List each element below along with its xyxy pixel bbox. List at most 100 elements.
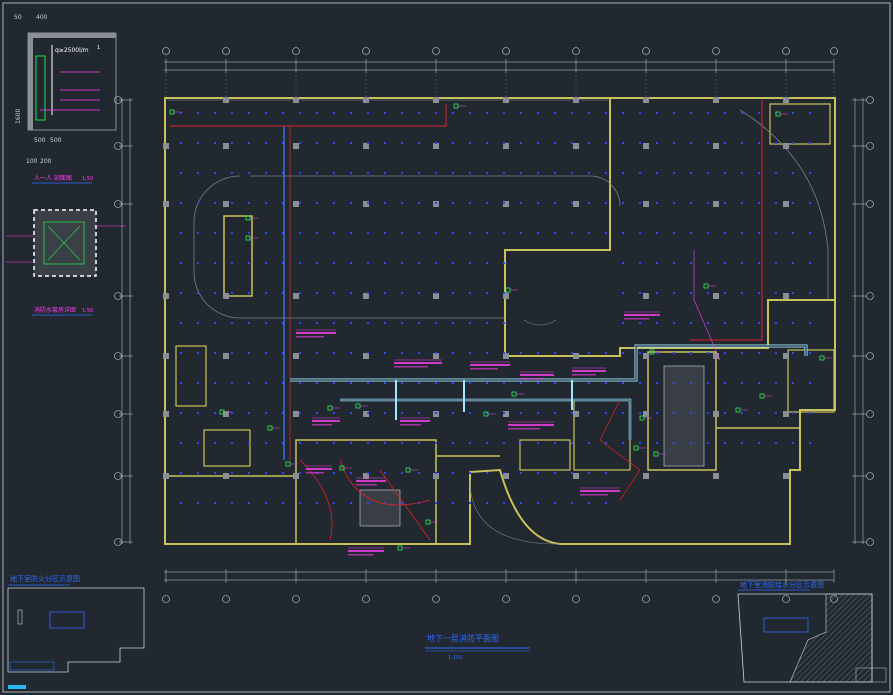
sprinkler-head: [588, 382, 590, 384]
sprinkler-head: [299, 202, 301, 204]
sprinkler-head: [707, 262, 709, 264]
sprinkler-head: [571, 112, 573, 114]
sprinkler-head: [690, 412, 692, 414]
sprinkler-head: [350, 472, 352, 474]
sprinkler-head: [452, 202, 454, 204]
sprinkler-head: [673, 322, 675, 324]
column: [293, 353, 299, 359]
sprinkler-head: [486, 382, 488, 384]
sprinkler-head: [350, 442, 352, 444]
sprinkler-head: [741, 112, 743, 114]
sprinkler-head: [775, 292, 777, 294]
grid-bubble: [830, 595, 838, 603]
annotation-text-mark: [348, 550, 384, 552]
sprinkler-head: [180, 412, 182, 414]
sprinkler-head: [418, 442, 420, 444]
sprinkler-head: [656, 172, 658, 174]
sprinkler-head: [554, 382, 556, 384]
sprinkler-head: [452, 292, 454, 294]
sprinkler-head: [673, 382, 675, 384]
sprinkler-head: [469, 472, 471, 474]
sprinkler-head: [690, 142, 692, 144]
sprinkler-head: [316, 142, 318, 144]
sprinkler-head: [452, 142, 454, 144]
grid-bubble: [114, 410, 122, 418]
sprinkler-head: [605, 202, 607, 204]
sprinkler-head: [333, 352, 335, 354]
sprinkler-head: [486, 502, 488, 504]
sprinkler-head: [333, 442, 335, 444]
column: [503, 293, 509, 299]
sprinkler-head: [605, 172, 607, 174]
sprinkler-head: [231, 382, 233, 384]
sprinkler-head: [605, 382, 607, 384]
sprinkler-head: [724, 202, 726, 204]
sprinkler-head: [350, 172, 352, 174]
sprinkler-head: [333, 172, 335, 174]
detail-top-flow-note: q≥2500l/m: [55, 47, 89, 54]
sprinkler-head: [350, 292, 352, 294]
sprinkler-head: [622, 352, 624, 354]
sprinkler-head: [350, 142, 352, 144]
sprinkler-head: [418, 142, 420, 144]
detail-top-slab: [28, 33, 116, 38]
column: [363, 97, 369, 103]
sprinkler-head: [214, 352, 216, 354]
sprinkler-head: [418, 232, 420, 234]
sprinkler-head: [656, 292, 658, 294]
annotation-text-mark: [470, 368, 498, 370]
sprinkler-head: [520, 442, 522, 444]
sprinkler-head: [333, 142, 335, 144]
grid-bubble: [162, 595, 170, 603]
sprinkler-head: [350, 112, 352, 114]
grid-bubble: [362, 595, 370, 603]
sprinkler-head: [350, 262, 352, 264]
sprinkler-head: [486, 442, 488, 444]
sprinkler-head: [197, 412, 199, 414]
sprinkler-head: [588, 232, 590, 234]
sprinkler-head: [792, 322, 794, 324]
core-room-west: [223, 215, 253, 297]
sprinkler-head: [486, 292, 488, 294]
sprinkler-head: [605, 112, 607, 114]
column: [223, 473, 229, 479]
sprinkler-head: [656, 262, 658, 264]
annotation-text-mark: [572, 374, 596, 376]
sprinkler-head: [282, 232, 284, 234]
sprinkler-head: [622, 202, 624, 204]
sprinkler-head: [622, 142, 624, 144]
sprinkler-head: [248, 352, 250, 354]
grid-bubble: [114, 352, 122, 360]
sprinkler-head: [452, 322, 454, 324]
stair-east: [663, 365, 705, 467]
sprinkler-head: [724, 172, 726, 174]
sprinkler-head: [792, 112, 794, 114]
sprinkler-head: [265, 202, 267, 204]
sprinkler-head: [435, 262, 437, 264]
grid-bubble: [114, 96, 122, 104]
sprinkler-head: [809, 202, 811, 204]
sprinkler-head: [690, 172, 692, 174]
sprinkler-head: [333, 412, 335, 414]
sprinkler-head: [248, 502, 250, 504]
sprinkler-head: [741, 172, 743, 174]
sprinkler-head: [333, 292, 335, 294]
sprinkler-head: [571, 172, 573, 174]
sprinkler-head: [503, 202, 505, 204]
sprinkler-head: [418, 412, 420, 414]
sprinkler-head: [503, 142, 505, 144]
grid-bubble: [362, 47, 370, 55]
sprinkler-head: [435, 382, 437, 384]
fire-equipment-marker: [819, 355, 825, 361]
sprinkler-head: [690, 442, 692, 444]
sprinkler-head: [231, 292, 233, 294]
sprinkler-head: [435, 172, 437, 174]
sprinkler-head: [282, 352, 284, 354]
fire-equipment-marker: [505, 287, 511, 293]
sprinkler-head: [707, 412, 709, 414]
sprinkler-head: [401, 472, 403, 474]
annotation-text-mark: [580, 490, 620, 492]
annotation-text-mark: [296, 336, 324, 338]
sprinkler-head: [282, 262, 284, 264]
